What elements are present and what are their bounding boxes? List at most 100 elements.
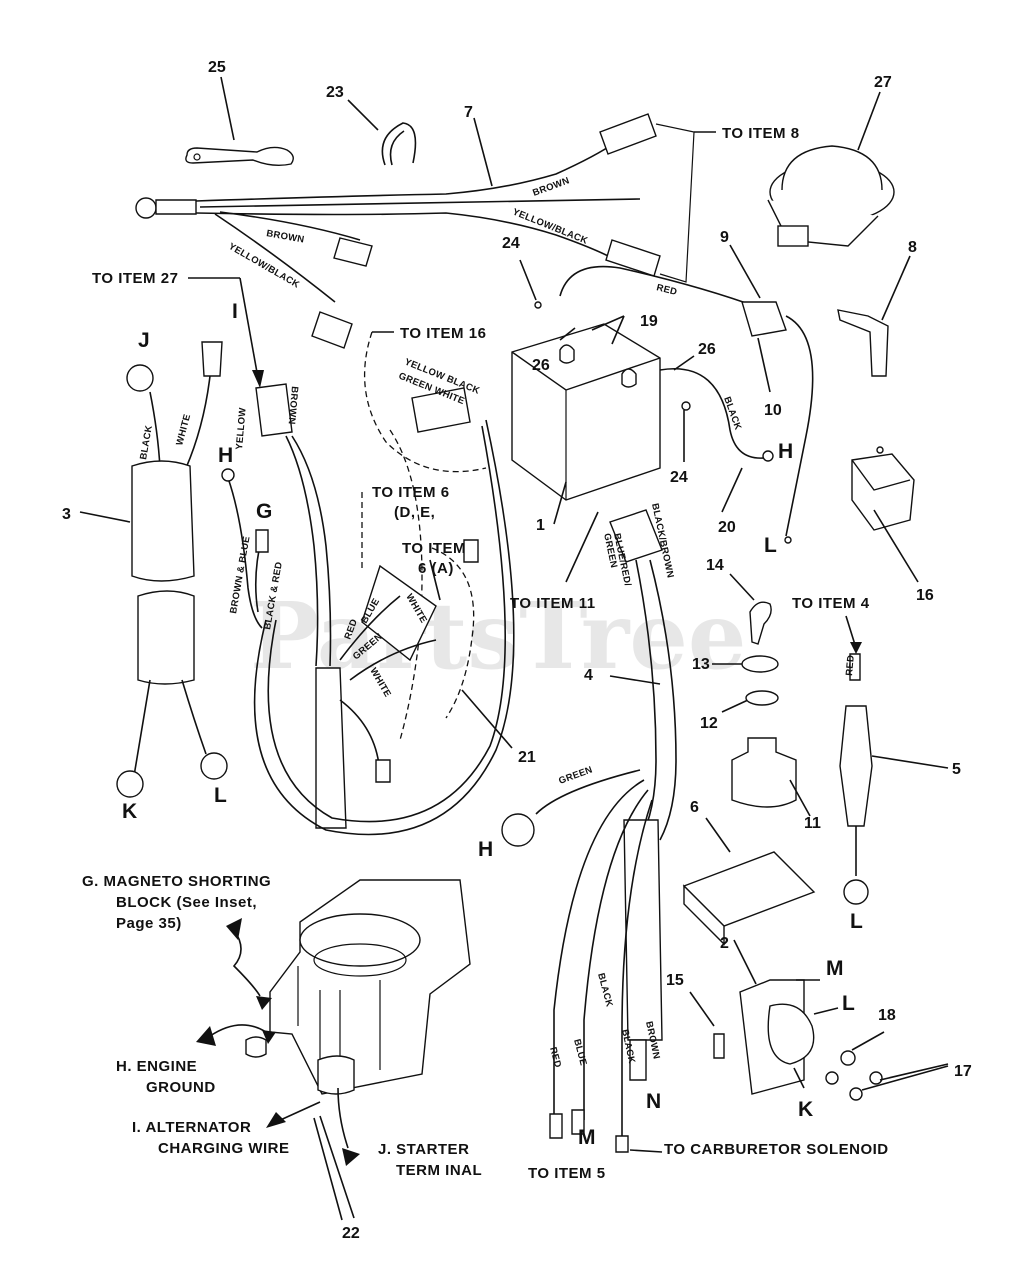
wire-label: YELLOW — [234, 407, 249, 450]
part-number: 20 — [718, 519, 736, 536]
wire-label: RED — [547, 1046, 563, 1069]
legend-h-2: GROUND — [146, 1079, 216, 1096]
part-number: 9 — [720, 229, 729, 246]
legend-h: H. ENGINE — [116, 1058, 197, 1075]
legend-i: I. ALTERNATOR — [132, 1119, 251, 1136]
wire-label: BLACK — [595, 972, 615, 1008]
callout-to-item-6a: TO ITEM — [402, 540, 466, 557]
part-number: 10 — [764, 402, 782, 419]
part-number: 26 — [698, 341, 716, 358]
part-3-harness — [79, 341, 228, 798]
wire-label: BROWN — [265, 228, 305, 246]
terminal-letter: H — [778, 440, 793, 463]
terminal-letter: J — [138, 329, 150, 352]
terminal-letters: J I H G K L H L H L M L K N M — [122, 300, 863, 1149]
part-number: 21 — [518, 749, 536, 766]
wire-label: RED — [844, 654, 857, 676]
part-23-strap — [347, 99, 417, 166]
part-5-fuse — [839, 615, 949, 905]
part-number: 23 — [326, 84, 344, 101]
part-number: 4 — [584, 667, 593, 684]
terminal-letter: K — [122, 800, 137, 823]
callout-to-item-11: TO ITEM 11 — [510, 595, 596, 612]
part-number: 13 — [692, 656, 710, 673]
part-number: 6 — [690, 799, 699, 816]
part-number: 5 — [952, 761, 961, 778]
terminal-letter: L — [764, 534, 777, 557]
part-number: 11 — [804, 815, 821, 832]
part-9-10-red-wire — [559, 244, 814, 544]
callout-to-item-8: TO ITEM 8 — [722, 125, 800, 142]
legend-i-2: CHARGING WIRE — [158, 1140, 290, 1157]
part-number: 25 — [208, 59, 226, 76]
wire-label: GREEN — [557, 764, 594, 786]
wire-label: YELLOW/BLACK — [511, 207, 589, 247]
part-number: 24 — [502, 235, 520, 252]
wire-label: BLACK — [721, 395, 743, 431]
terminal-letter: K — [798, 1098, 813, 1121]
terminal-letter: G — [256, 500, 272, 523]
part-number: 14 — [706, 557, 724, 574]
terminal-letter: L — [214, 784, 227, 807]
wire-label: RED — [655, 282, 678, 298]
part-21-harness — [188, 277, 515, 836]
callout-to-item-6a-sub: 6 (A) — [418, 560, 454, 577]
part-number: 12 — [700, 715, 718, 732]
part-number: 3 — [62, 506, 71, 523]
part-number: 2 — [720, 935, 729, 952]
engine-legend: G. MAGNETO SHORTING BLOCK (See Inset, Pa… — [82, 873, 482, 1179]
callout-to-item-16: TO ITEM 16 — [400, 325, 486, 342]
part-27-alternator — [767, 91, 895, 247]
callout-to-item-27: TO ITEM 27 — [92, 270, 178, 287]
wire-label: WHITE — [174, 413, 193, 447]
callout-to-item-6: TO ITEM 6 — [372, 484, 450, 501]
wire-label: BLACK — [138, 424, 155, 460]
terminal-letter: H — [218, 444, 233, 467]
wire-label: BROWN — [286, 386, 300, 425]
legend-j-2: TERM INAL — [396, 1162, 482, 1179]
part-number: 8 — [908, 239, 917, 256]
terminal-letter: I — [232, 300, 238, 323]
legend-g: G. MAGNETO SHORTING — [82, 873, 271, 890]
part-number: 19 — [640, 313, 658, 330]
terminal-letter: L — [850, 910, 863, 933]
part-number: 15 — [666, 972, 684, 989]
callout-to-carburetor: TO CARBURETOR SOLENOID — [664, 1141, 889, 1158]
engine-assembly — [196, 879, 471, 1221]
terminal-letter: H — [478, 838, 493, 861]
callout-to-item-5: TO ITEM 5 — [528, 1165, 606, 1182]
part-8-bracket — [837, 255, 911, 377]
part-1-battery — [511, 259, 774, 525]
wire-label: BLUE — [571, 1038, 589, 1067]
part-number: 16 — [916, 587, 934, 604]
part-number: 1 — [536, 517, 545, 534]
part-2-solenoid — [689, 979, 949, 1101]
legend-j: J. STARTER — [378, 1141, 469, 1158]
main-harness-7 — [135, 113, 716, 349]
callout-to-item-4: TO ITEM 4 — [792, 595, 870, 612]
legend-g-3: Page 35) — [116, 915, 182, 932]
terminal-letter: N — [646, 1090, 661, 1113]
part-16-switch — [851, 446, 919, 583]
part-number: 17 — [954, 1063, 972, 1080]
part-number: 7 — [464, 104, 473, 121]
terminal-letter: M — [578, 1126, 596, 1149]
part-number: 22 — [342, 1225, 360, 1242]
callout-to-item-6-sub: (D, E, — [394, 504, 435, 521]
terminal-letter: L — [842, 992, 855, 1015]
part-number: 24 — [670, 469, 688, 486]
part-number: 18 — [878, 1007, 896, 1024]
part-number: 26 — [532, 357, 550, 374]
part-25-clip — [185, 76, 294, 167]
callout-labels: TO ITEM 8 TO ITEM 27 TO ITEM 16 TO ITEM … — [92, 125, 889, 1182]
part-number-labels: 25 23 7 27 24 9 8 19 26 26 3 24 10 1 20 … — [62, 59, 972, 1242]
legend-g-2: BLOCK (See Inset, — [116, 894, 257, 911]
part-11-key-switch — [712, 573, 811, 817]
part-6-connector — [682, 817, 816, 985]
part-number: 27 — [874, 74, 892, 91]
wire-label: BROWN & BLUE — [228, 535, 252, 614]
part-4-harness — [501, 509, 677, 1153]
terminal-letter: M — [826, 957, 844, 980]
